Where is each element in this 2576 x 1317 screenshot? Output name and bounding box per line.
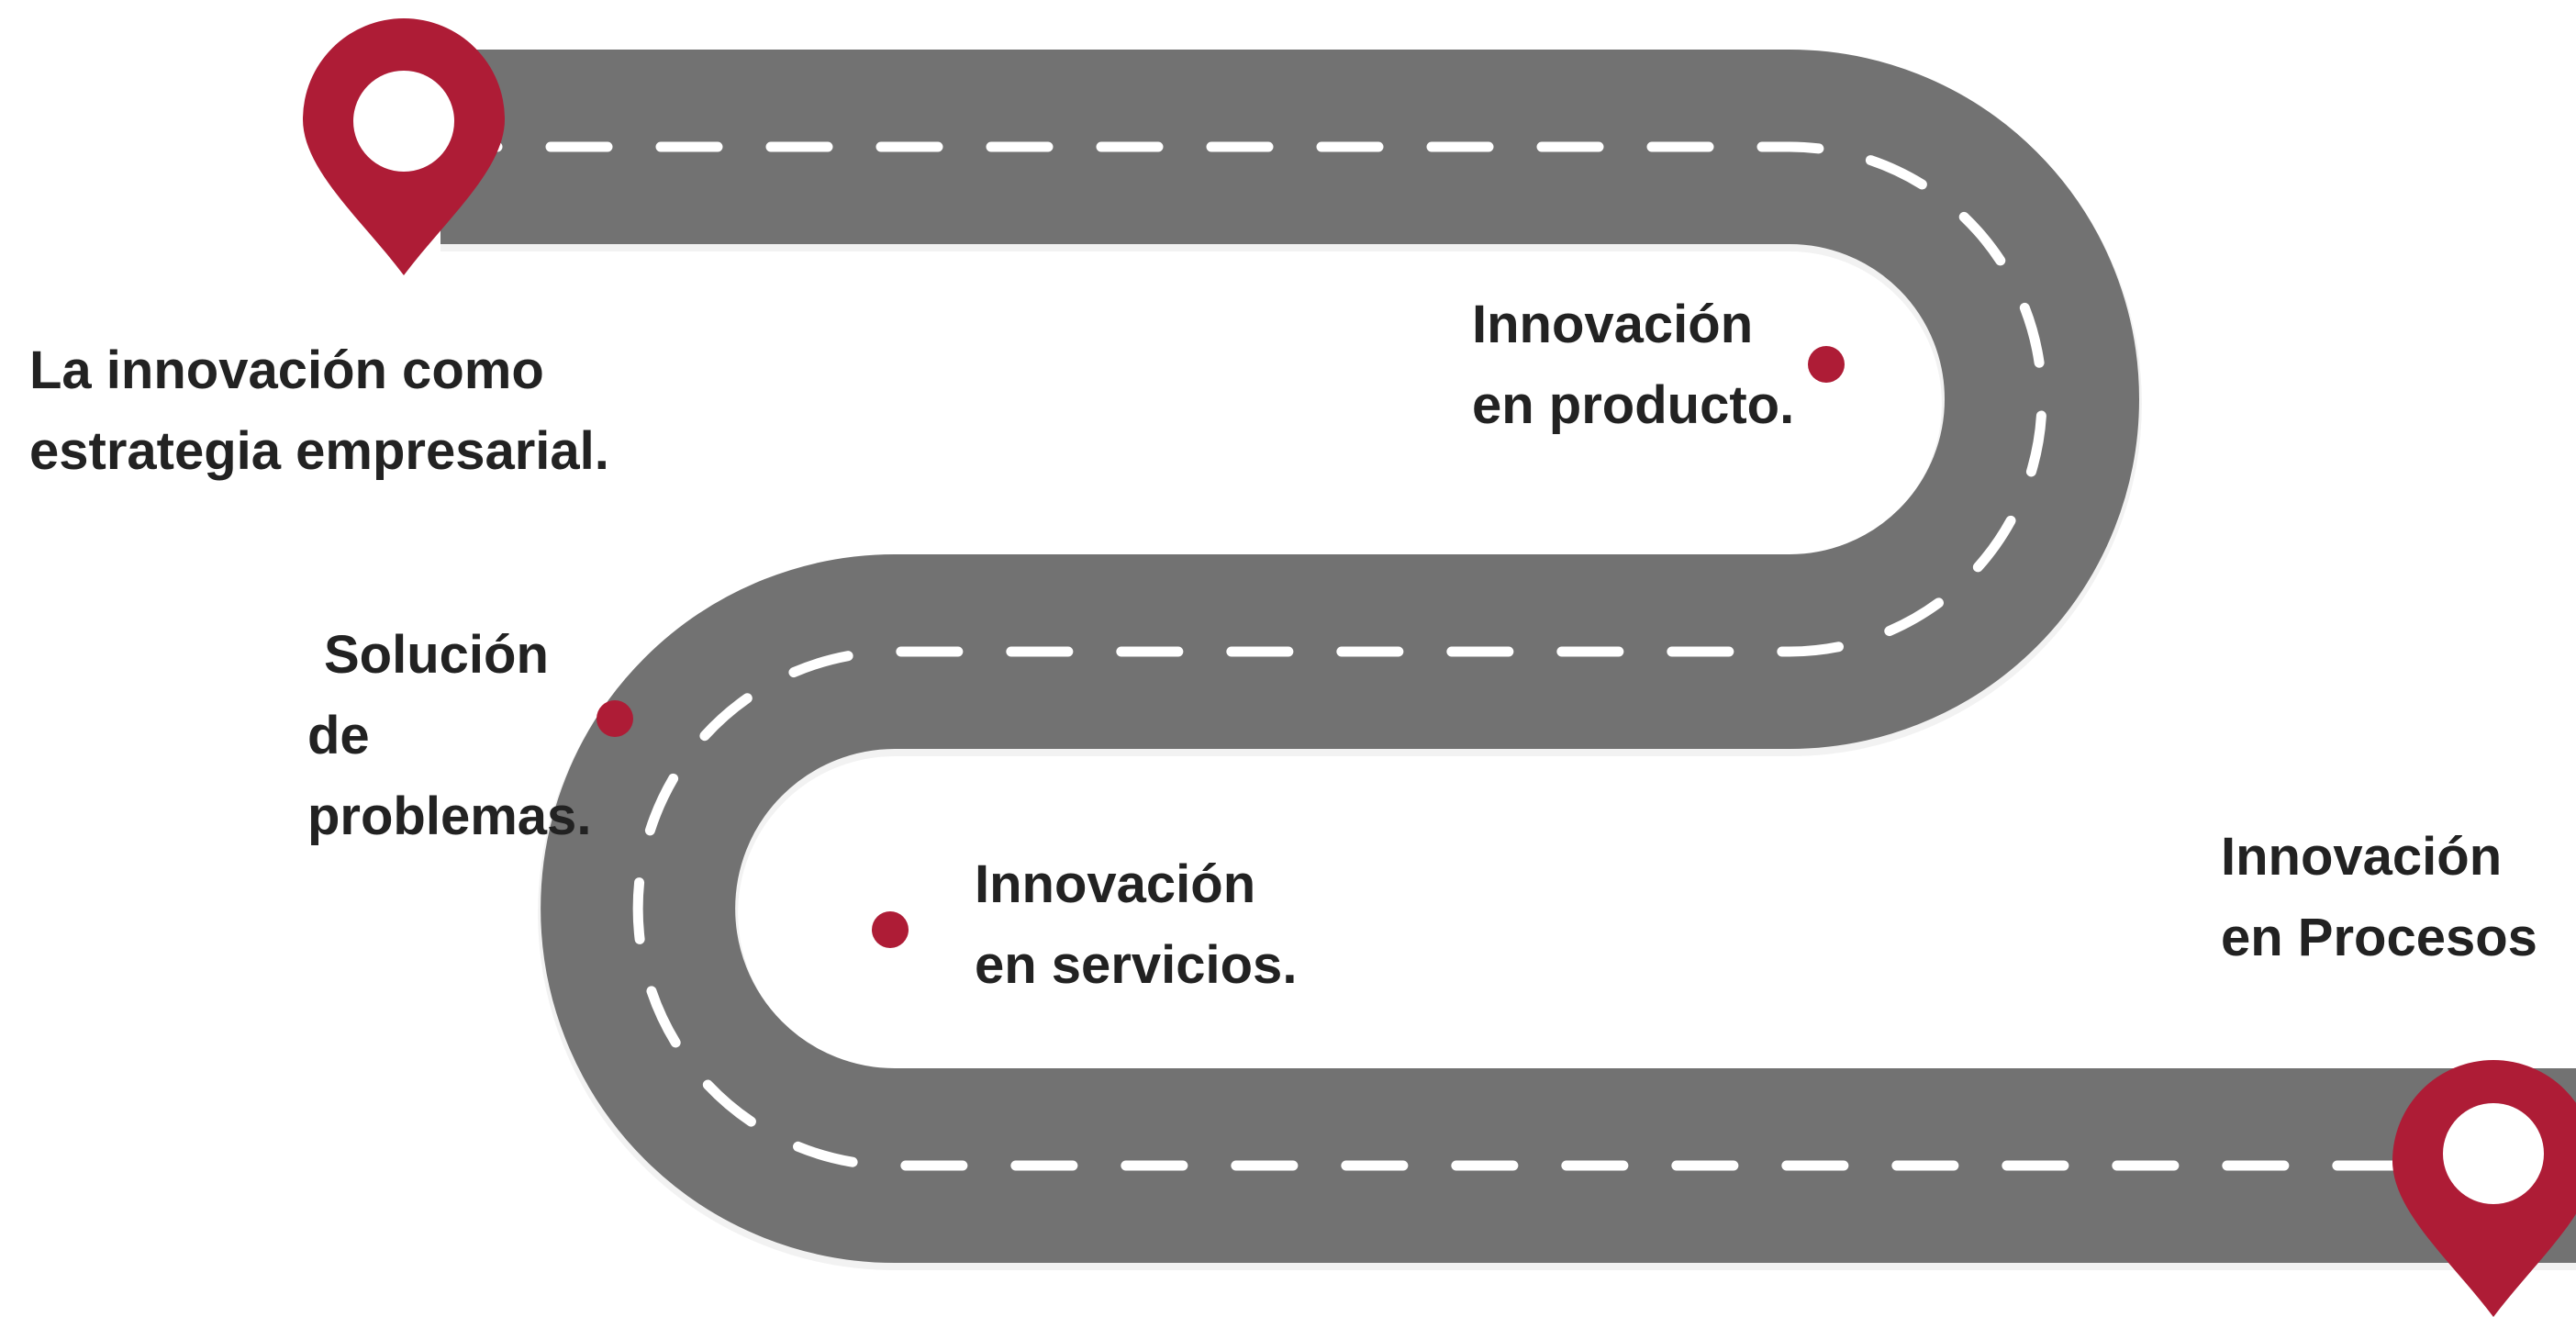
milestone-servicios-line1: Innovación — [975, 854, 1256, 914]
milestone-solucion-line3: problemas. — [307, 787, 592, 846]
milestone-label-servicios: Innovación en servicios. — [975, 844, 1297, 1006]
end-map-pin-icon — [2392, 1060, 2576, 1317]
milestone-label-producto: Innovación en producto. — [1472, 285, 1794, 446]
road — [440, 50, 2576, 1263]
milestone-solucion-line2: de — [307, 706, 370, 765]
milestone-producto-line1: Innovación — [1472, 295, 1754, 354]
milestone-start-line2: estrategia empresarial. — [29, 421, 609, 481]
milestone-servicios-line2: en servicios. — [975, 935, 1298, 995]
start-map-pin-icon — [303, 18, 505, 275]
milestone-start-line1: La innovación como — [29, 340, 544, 400]
milestone-dot-icon-solucion — [597, 700, 633, 737]
milestone-dot-icon-producto — [1808, 346, 1845, 383]
milestone-dot-icon-servicios — [872, 911, 909, 948]
milestone-procesos-line1: Innovación — [2221, 827, 2503, 887]
milestone-procesos-line2: en Procesos — [2221, 908, 2537, 967]
milestone-producto-line2: en producto. — [1472, 375, 1795, 435]
milestone-label-start: La innovación como estrategia empresaria… — [29, 330, 609, 492]
milestone-label-solucion: Solución de problemas. — [307, 615, 591, 857]
milestone-solucion-line1: Solución — [324, 625, 549, 685]
milestone-label-procesos: Innovación en Procesos — [2221, 817, 2537, 978]
